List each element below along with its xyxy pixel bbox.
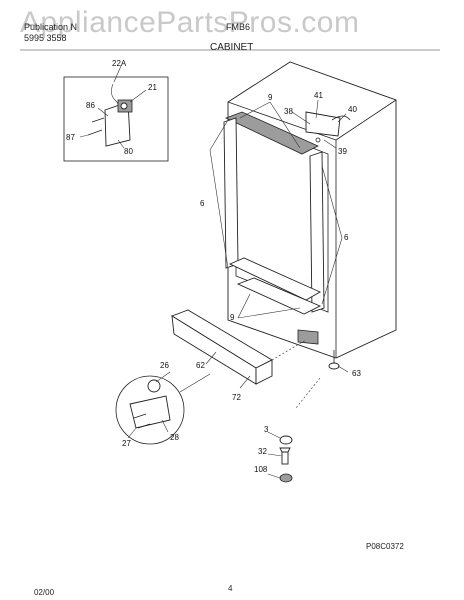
screw-87 — [87, 129, 103, 136]
leader-80 — [117, 139, 125, 149]
breaker-left — [223, 117, 239, 269]
leader-38 — [291, 111, 311, 125]
explosion-lines — [209, 99, 347, 319]
leader-86 — [97, 107, 109, 117]
kick-plate-explode-line — [271, 339, 307, 361]
section-title: CABINET — [210, 42, 254, 53]
screw-86 — [91, 117, 105, 123]
leader-41 — [315, 99, 319, 119]
leader-6-left-b — [209, 149, 229, 269]
callout-3: 3 — [264, 425, 269, 434]
detail-pointer — [179, 373, 211, 393]
callout-86: 86 — [86, 101, 95, 110]
leader-6-left-a — [209, 119, 229, 151]
leader-21 — [129, 89, 147, 103]
callout-62: 62 — [196, 361, 205, 370]
hinge-top — [305, 111, 341, 137]
leader-63 — [337, 365, 349, 373]
leg-foot-63 — [328, 362, 340, 370]
callout-28: 28 — [170, 433, 179, 442]
clip-detail — [115, 371, 211, 445]
cabinet-top-edge — [335, 99, 397, 141]
revision-date: 02/00 — [34, 588, 55, 597]
callout-6-right: 6 — [344, 233, 349, 242]
watermark: AppliancePartsPros.com — [20, 6, 360, 39]
callout-27: 27 — [122, 439, 131, 448]
callout-63: 63 — [352, 369, 361, 378]
callout-87: 87 — [66, 133, 75, 142]
callout-80: 80 — [124, 147, 133, 156]
hinge-screw — [315, 137, 321, 143]
drawing-code: P08C0372 — [366, 542, 404, 551]
callout-41: 41 — [314, 91, 323, 100]
leader-87 — [79, 134, 89, 138]
callout-9-bottom: 9 — [230, 313, 235, 322]
leader-32 — [267, 453, 283, 457]
callout-22a: 22A — [112, 59, 127, 68]
breaker-right — [309, 151, 325, 313]
breaker-bottom — [228, 257, 321, 301]
leader-39 — [323, 139, 337, 149]
cabinet-body — [223, 61, 397, 409]
leader-9-top-a — [239, 101, 271, 119]
callout-72: 72 — [232, 393, 241, 402]
leader-28 — [161, 419, 169, 433]
callout-40: 40 — [348, 105, 357, 114]
leader-6-right-a — [321, 165, 343, 239]
callout-26: 26 — [160, 361, 169, 370]
hinge-bottom — [297, 329, 319, 345]
leader-108 — [267, 473, 281, 479]
leader-6-right-b — [321, 237, 343, 305]
leader-26 — [155, 371, 171, 383]
breaker-bottom-lower — [236, 277, 322, 315]
knob-center — [120, 102, 128, 110]
publication-number: 5995 3558 — [24, 33, 67, 43]
part-32-head — [279, 447, 291, 453]
leader-9-bottom-a — [237, 293, 251, 319]
callout-6-left: 6 — [200, 199, 205, 208]
dashed-axis — [295, 377, 321, 409]
leader-27 — [127, 427, 137, 439]
part-108-foot — [279, 473, 293, 483]
leader-72 — [239, 375, 251, 389]
screw-27a — [133, 413, 147, 419]
leg-parts — [267, 365, 349, 483]
hinge-pin-top — [331, 115, 351, 121]
clip-26 — [147, 379, 161, 393]
leader-40 — [337, 113, 347, 123]
leader-62 — [205, 351, 217, 365]
clip-bracket-28 — [129, 395, 171, 429]
detail-circle — [115, 375, 185, 445]
kick-plate — [170, 309, 307, 389]
publication-label: Publication N — [24, 22, 78, 32]
callout-32: 32 — [258, 447, 267, 456]
leader-22a — [113, 65, 122, 83]
leader-3 — [267, 431, 281, 439]
leader-9-bottom-b — [237, 307, 301, 319]
callout-39: 39 — [338, 147, 347, 156]
control-inset — [63, 65, 169, 162]
callout-21: 21 — [148, 83, 157, 92]
callout-38: 38 — [284, 107, 293, 116]
model-number: FMB6 — [226, 22, 251, 32]
breaker-top — [224, 111, 319, 155]
kick-plate-end — [255, 359, 273, 385]
screw-27b — [137, 423, 151, 429]
callout-9-top: 9 — [268, 93, 273, 102]
page-number: 4 — [228, 584, 233, 593]
callout-108: 108 — [254, 465, 268, 474]
leader-9-top-b — [269, 101, 301, 149]
part-3-cap — [279, 435, 293, 445]
